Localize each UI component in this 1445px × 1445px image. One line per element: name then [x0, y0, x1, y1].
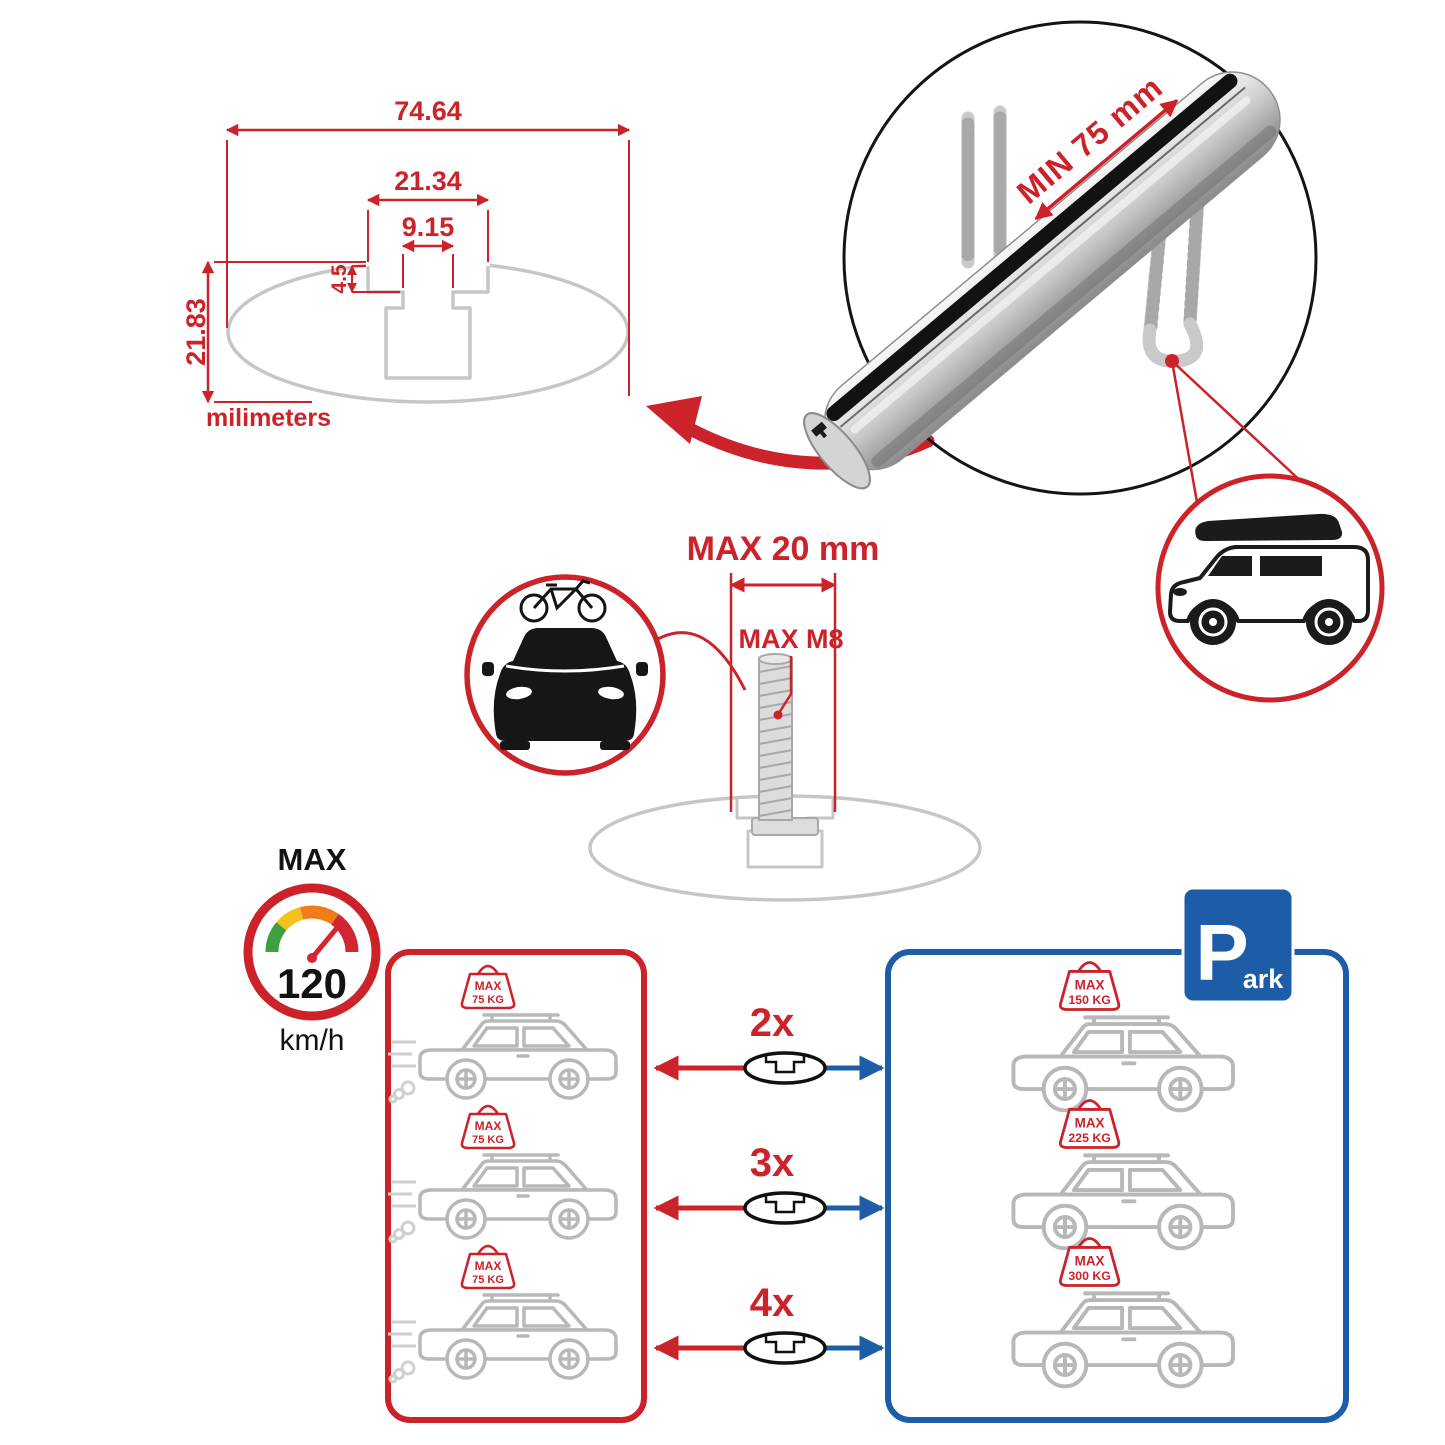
max-width-label: MAX 20 mm	[687, 530, 880, 568]
gauge-value: 120	[277, 960, 347, 1007]
crossbar-count-row-1: 2x	[653, 1001, 885, 1085]
gauge-arc	[265, 905, 359, 953]
crossbar-profile-icon	[743, 1191, 827, 1225]
bike-roof-callout	[464, 574, 666, 776]
crossbar-3d	[803, 71, 1281, 490]
dim-step-depth: 4.5	[328, 264, 351, 294]
profile-channel	[366, 266, 490, 380]
dim-total-width: 74.64	[394, 96, 462, 126]
max-thread-label: MAX M8	[738, 624, 843, 654]
callout-leader	[655, 631, 747, 691]
parked-car-1: MAX 150 KG	[1013, 961, 1233, 1110]
load-tag-max: MAX	[475, 1119, 502, 1133]
parked-car-3: MAX 300 KG	[1013, 1237, 1233, 1386]
bolt-dimension-lines	[729, 573, 837, 812]
park-sign-initial: P	[1195, 908, 1248, 997]
motion-lines	[388, 1320, 416, 1384]
unit-label: milimeters	[206, 404, 331, 432]
bolt-detail: MAX 20 mm MAX M8	[588, 530, 982, 902]
dimension-lines	[201, 123, 631, 404]
gauge-max-label: MAX	[278, 842, 347, 877]
load-tag-max: MAX	[1075, 1115, 1105, 1130]
suv-wheel	[1190, 599, 1236, 645]
dim-outer-width: 21.34	[394, 166, 462, 196]
parked-car-2: MAX 225 KG	[1013, 1099, 1233, 1248]
load-tag-value: 225 KG	[1068, 1131, 1110, 1145]
park-sign-rest: ark	[1243, 964, 1285, 994]
load-tag-max: MAX	[475, 1259, 502, 1273]
load-tag-max: MAX	[1075, 1253, 1105, 1268]
motion-lines	[388, 1040, 416, 1104]
crossbar-profile-icon	[743, 1331, 827, 1365]
gauge-needle	[309, 920, 344, 961]
load-tag-value: 75 KG	[472, 1134, 504, 1146]
load-tag-max: MAX	[475, 979, 502, 993]
load-tag-value: 150 KG	[1068, 993, 1110, 1007]
crossbar-zoom-circle: MIN 75 mm	[803, 20, 1337, 515]
cross-section-diagram: 74.64 21.34 9.15 4.5 21.83 milimeters	[181, 96, 631, 432]
motion-lines	[388, 1180, 416, 1244]
bicycle-icon	[519, 579, 607, 623]
speed-limit-gauge: MAX 120 km/h	[243, 842, 381, 1057]
driving-car-1: MAX 75 KG	[388, 964, 616, 1104]
suv-wheel	[1306, 599, 1352, 645]
load-tag-max: MAX	[1075, 977, 1105, 992]
load-tag-value: 75 KG	[472, 1274, 504, 1286]
car-front-icon	[482, 628, 648, 750]
dim-slot-width: 9.15	[402, 212, 455, 242]
dim-total-height: 21.83	[181, 298, 211, 366]
park-sign: P ark	[1181, 886, 1295, 1004]
u-bolt-clamp-a	[961, 105, 1007, 269]
driving-car-2: MAX 75 KG	[388, 1104, 616, 1244]
multiplier-label: 4x	[750, 1281, 795, 1325]
load-tag-value: 300 KG	[1068, 1269, 1110, 1283]
driving-car-3: MAX 75 KG	[388, 1244, 616, 1384]
multiplier-label: 3x	[750, 1141, 795, 1185]
multiplier-label: 2x	[750, 1001, 795, 1045]
crossbar-count-row-3: 4x	[653, 1281, 885, 1365]
crossbar-count-row-2: 3x	[653, 1141, 885, 1225]
roof-box	[1195, 513, 1343, 541]
gauge-unit: km/h	[279, 1024, 344, 1057]
suv-callout	[1155, 473, 1385, 703]
load-tag-value: 75 KG	[472, 994, 504, 1006]
crossbar-profile-icon	[743, 1051, 827, 1085]
